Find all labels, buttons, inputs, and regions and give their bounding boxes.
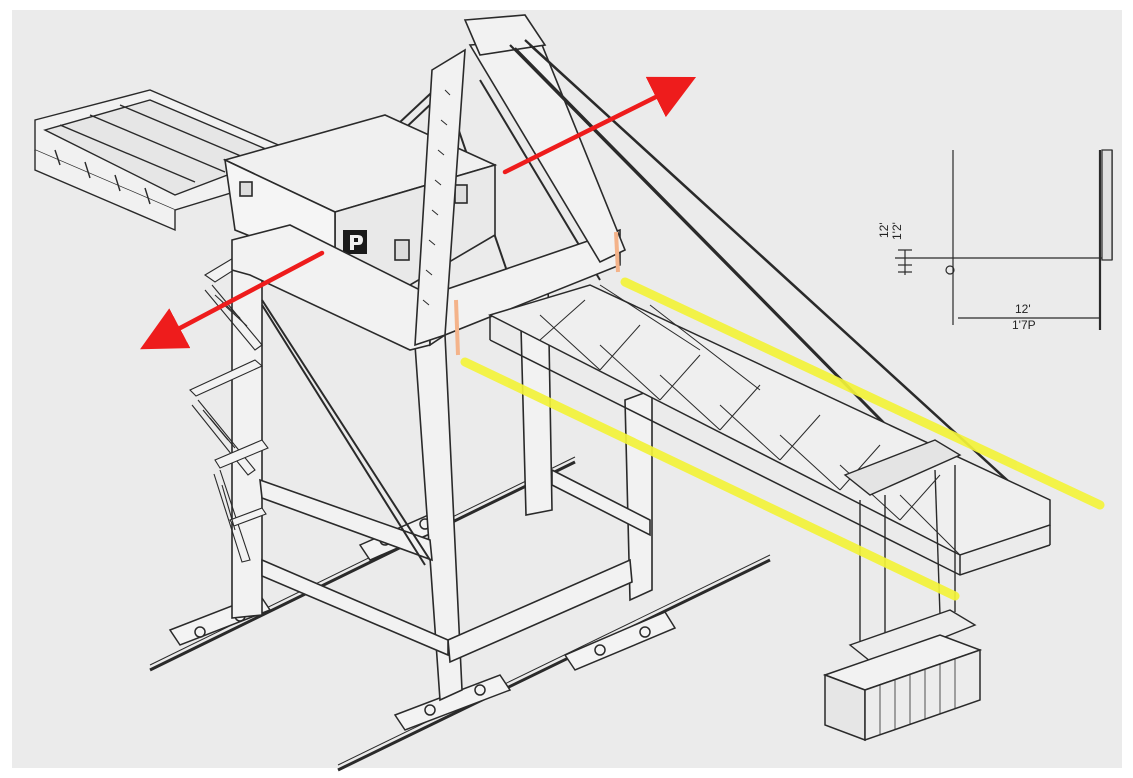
position-markers [454,231,620,356]
sill-beam [261,558,449,657]
sill-beam-right [551,468,651,537]
rail-rear [149,460,576,672]
backreach [34,89,291,232]
arrow-landward [140,250,325,350]
dim-vertical-top: 12' [877,222,891,238]
rail-front-inner [337,554,771,766]
main-boom [487,284,1051,576]
arrow-seaward [502,76,697,175]
port-logo-icon [343,230,367,254]
dimension-inset [895,149,1113,330]
motion-arrows [140,76,697,350]
dim-horizontal-top: 12' [1015,302,1031,316]
portal-beam-left [259,478,433,562]
highlight-band-lower [460,357,960,601]
highlight-bands [460,277,1105,601]
portal-beam-mid [447,558,633,664]
bogie-front-right [563,611,677,671]
dim-horizontal-bottom: 1'7P [1012,318,1036,332]
trolley [843,439,977,666]
rails [149,456,771,772]
container-side [864,648,981,742]
rail-rear-inner [149,456,576,666]
container [822,634,983,742]
apex [463,14,547,56]
highlight-band-upper [620,277,1105,510]
spreader [848,609,977,666]
rail-front [337,558,771,772]
dim-vertical-bottom: 1'2' [890,222,904,240]
